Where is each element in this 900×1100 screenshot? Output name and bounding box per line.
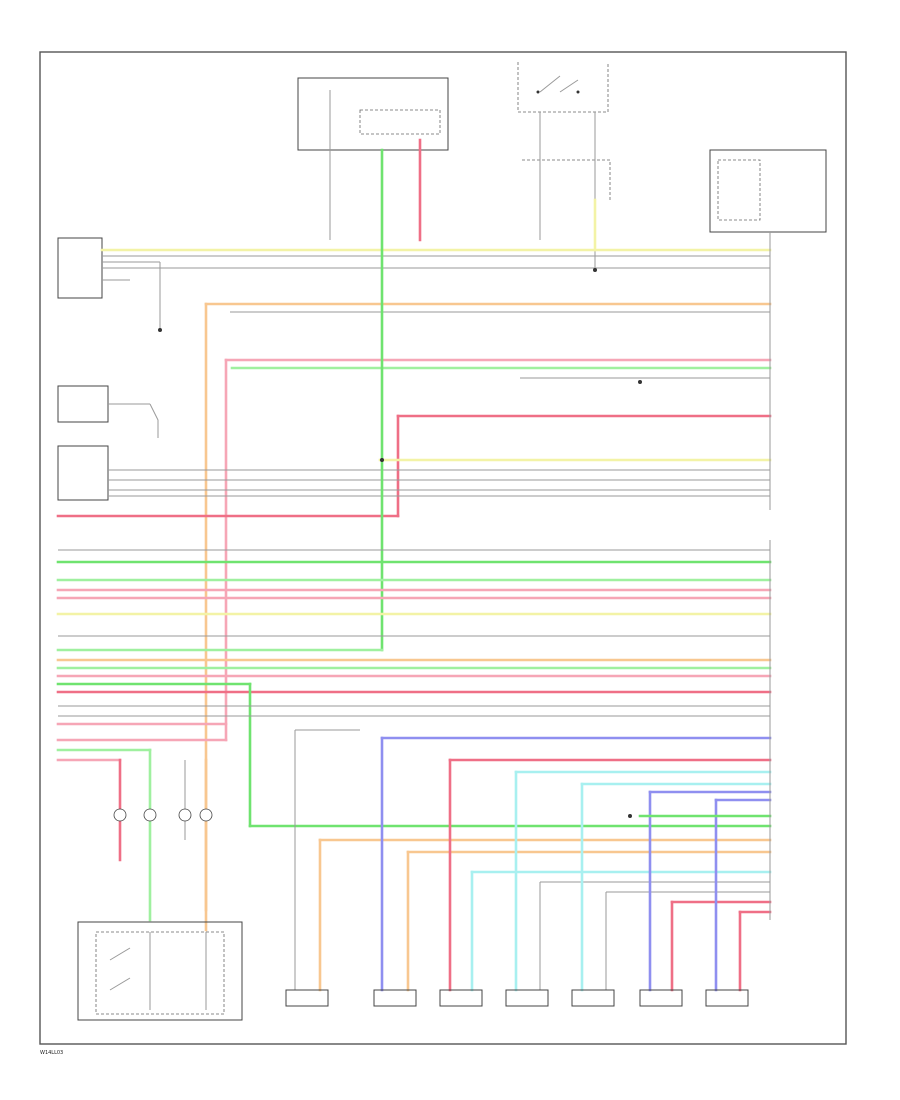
speaker-row (285, 989, 749, 1007)
diagram-frame (39, 51, 847, 1045)
lower-harness (56, 549, 772, 828)
control-module-left (57, 237, 161, 330)
top-vertical-wires (329, 138, 597, 652)
transmission-switch (517, 62, 609, 113)
figure-code: W14LL03 (40, 1050, 63, 1056)
junction-box-top (297, 77, 449, 151)
ignition-switch-box (77, 921, 243, 1021)
satellite-antenna-box (57, 445, 109, 501)
audio-unit-top-right (709, 149, 827, 233)
radio-antenna-box (57, 385, 159, 438)
wire-nodes (158, 268, 642, 818)
inline-connectors-left (113, 748, 213, 932)
speaker-feed-wires (294, 729, 772, 992)
dash-connector-top (522, 112, 611, 270)
upper-harness (56, 248, 772, 912)
